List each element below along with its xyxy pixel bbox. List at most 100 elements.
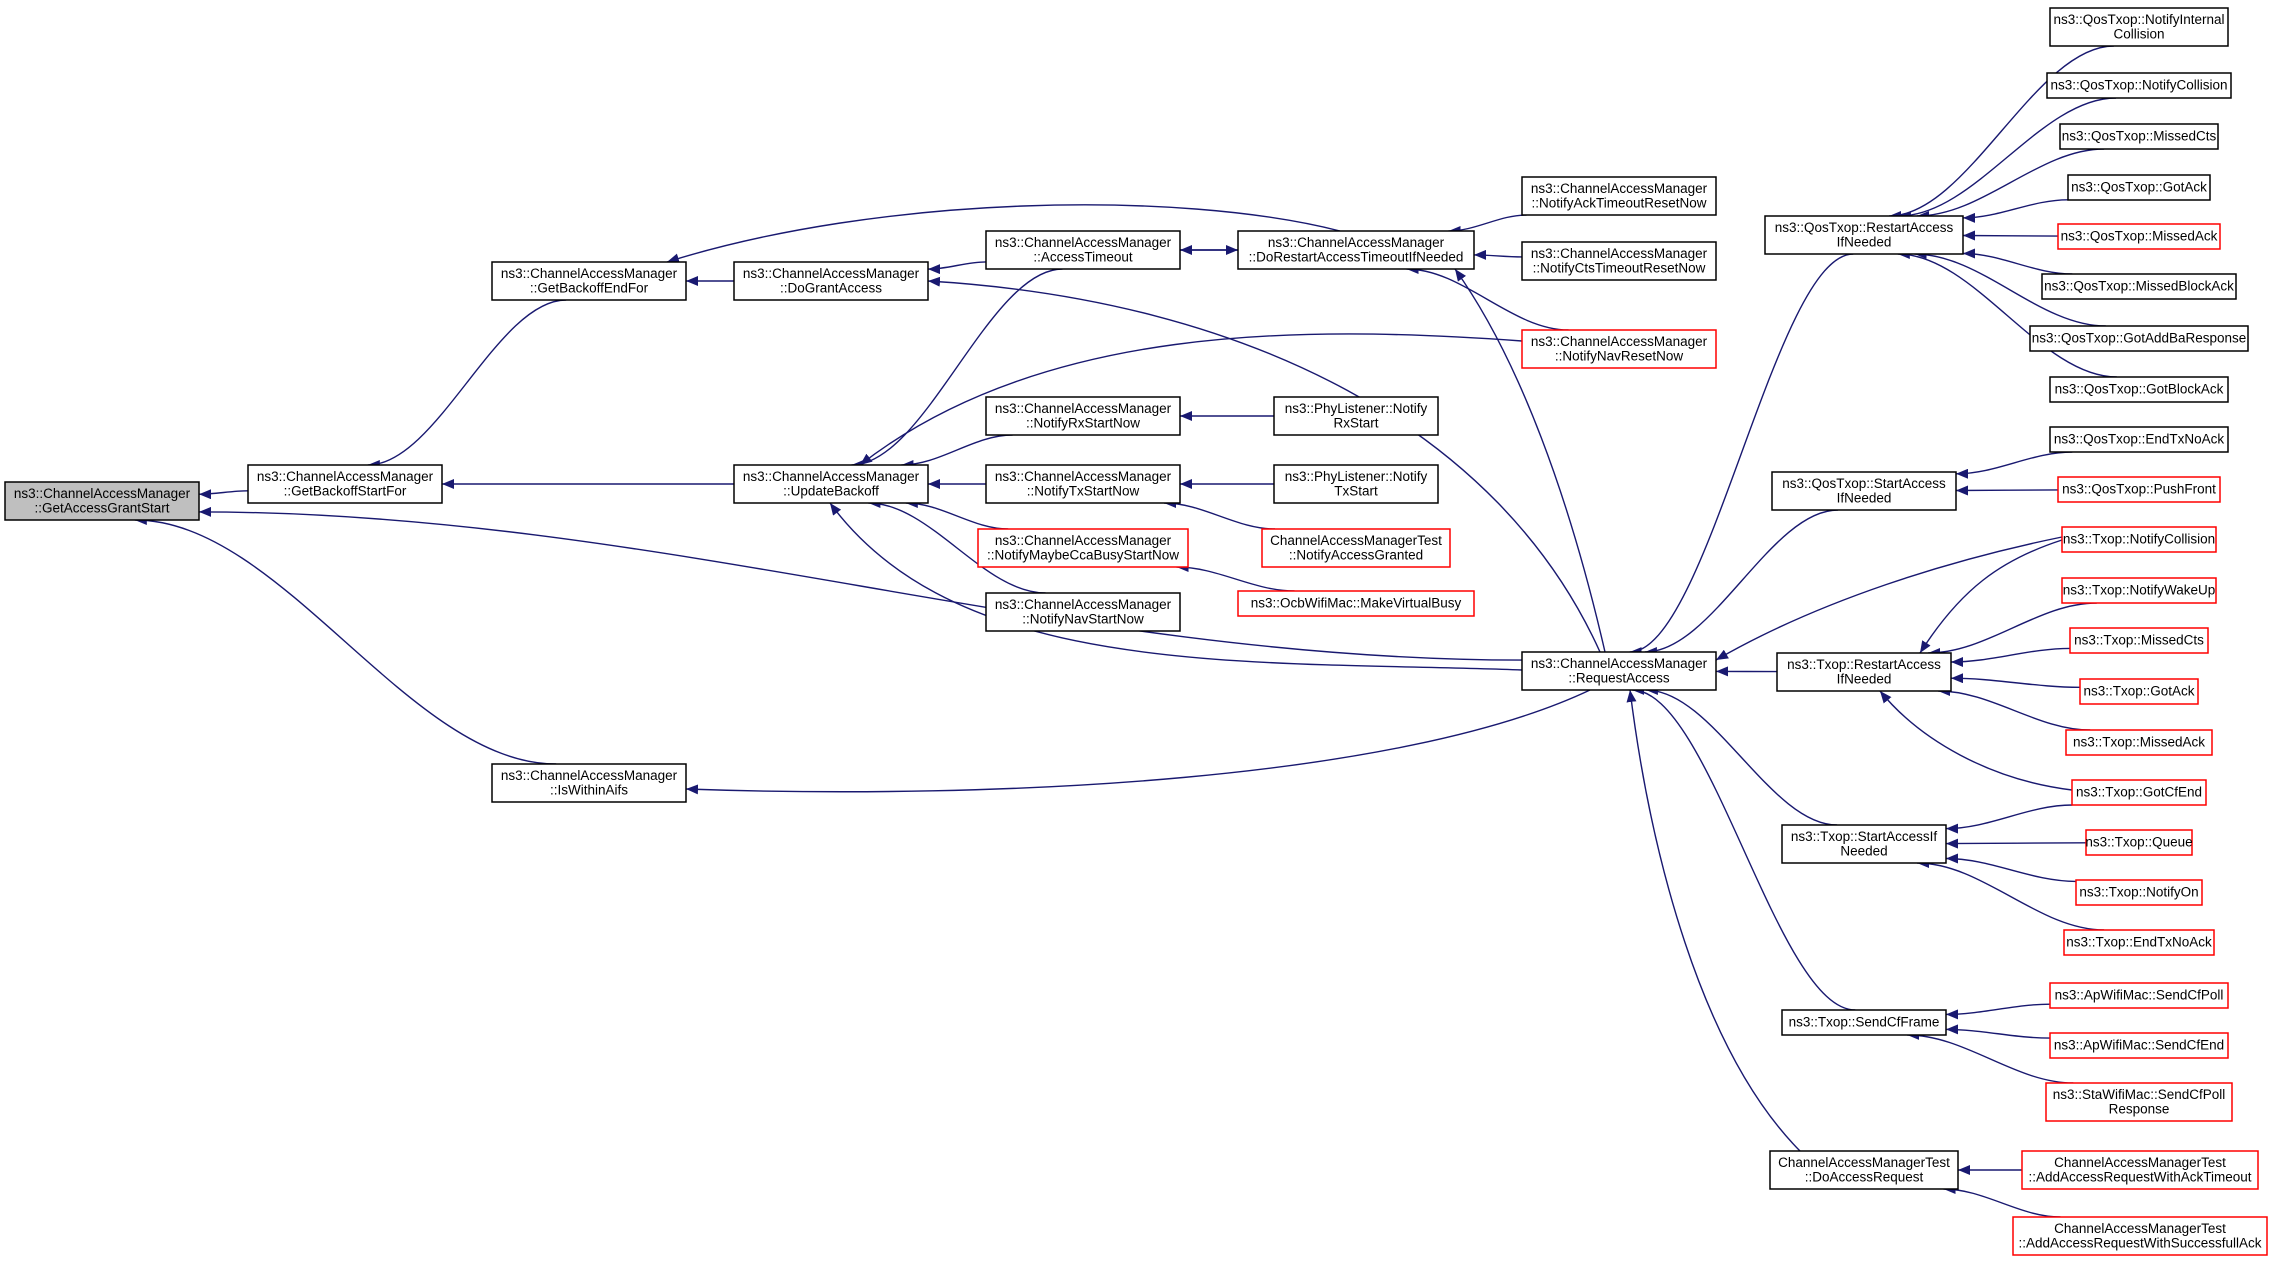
edge-qosStartAccess-to-requestAccess	[1644, 509, 1839, 657]
node-box	[1237, 230, 1475, 270]
node-qosMissedAck[interactable]: ns3::QosTxop::MissedAck	[2057, 223, 2221, 250]
node-label-line: ns3::Txop::NotifyWakeUp	[2063, 583, 2216, 598]
node-txopMissedCts[interactable]: ns3::Txop::MissedCts	[2069, 627, 2209, 654]
edge-getBackoffEndFor-to-getBackoffStartFor	[367, 299, 567, 470]
edge-accessTimeout-to-doGrantAccess	[927, 261, 987, 275]
edge-qosRestart-to-requestAccess	[1629, 253, 1854, 657]
edge-qosGotAck-to-qosRestart	[1962, 199, 2069, 223]
node-qosPushFront[interactable]: ns3::QosTxop::PushFront	[2057, 476, 2221, 503]
node-root[interactable]: ns3::ChannelAccessManager::GetAccessGran…	[4, 481, 200, 521]
node-txopNotifyCollision[interactable]: ns3::Txop::NotifyCollision	[2061, 526, 2217, 553]
edge-requestAccess-to-root	[198, 506, 1523, 661]
edge-camtNotifyAccessGranted-to-notifyTxStart	[1163, 498, 1276, 530]
node-notifyTxStart[interactable]: ns3::ChannelAccessManager::NotifyTxStart…	[985, 464, 1181, 504]
node-camtAddSuccessful[interactable]: ChannelAccessManagerTest::AddAccessReque…	[2012, 1216, 2268, 1256]
node-requestAccess[interactable]: ns3::ChannelAccessManager::RequestAccess	[1521, 651, 1717, 691]
node-box	[2059, 123, 2219, 150]
node-box	[2049, 982, 2229, 1009]
node-box	[2061, 577, 2217, 604]
node-qosEndTxNoAck[interactable]: ns3::QosTxop::EndTxNoAck	[2049, 426, 2229, 453]
node-doGrantAccess[interactable]: ns3::ChannelAccessManager::DoGrantAccess	[733, 261, 929, 301]
node-label-line: ::RequestAccess	[1568, 670, 1670, 685]
node-box	[1781, 1009, 1947, 1036]
node-qosMissedCts[interactable]: ns3::QosTxop::MissedCts	[2059, 123, 2219, 150]
node-label-line: ::DoRestartAccessTimeoutIfNeeded	[1249, 249, 1464, 264]
node-notifyAckTimeoutReset[interactable]: ns3::ChannelAccessManager::NotifyAckTime…	[1521, 176, 1717, 216]
node-ocbMakeVirtualBusy[interactable]: ns3::OcbWifiMac::MakeVirtualBusy	[1237, 590, 1475, 617]
node-txopQueue[interactable]: ns3::Txop::Queue	[2085, 829, 2193, 856]
node-notifyNavReset[interactable]: ns3::ChannelAccessManager::NotifyNavRese…	[1521, 329, 1717, 369]
node-accessTimeout[interactable]: ns3::ChannelAccessManager::AccessTimeout	[985, 230, 1181, 270]
node-box	[2079, 678, 2199, 705]
node-qosGotAck[interactable]: ns3::QosTxop::GotAck	[2067, 174, 2211, 201]
node-apSendCfEnd[interactable]: ns3::ApWifiMac::SendCfEnd	[2049, 1032, 2229, 1059]
node-label-line: ns3::Txop::GotCfEnd	[2076, 785, 2202, 800]
node-label-line: ::NotifyNavStartNow	[1022, 611, 1144, 626]
node-getBackoffEndFor[interactable]: ns3::ChannelAccessManager::GetBackoffEnd…	[491, 261, 687, 301]
node-notifyNavStart[interactable]: ns3::ChannelAccessManager::NotifyNavStar…	[985, 592, 1181, 632]
node-box	[985, 464, 1181, 504]
edge-qosEndTxNoAck-to-qosStartAccess	[1955, 451, 2073, 479]
node-txopEndTxNoAck[interactable]: ns3::Txop::EndTxNoAck	[2063, 929, 2215, 956]
node-apSendCfPoll[interactable]: ns3::ApWifiMac::SendCfPoll	[2049, 982, 2229, 1009]
node-camtAddAckTimeout[interactable]: ChannelAccessManagerTest::AddAccessReque…	[2021, 1150, 2259, 1190]
node-isWithinAifs[interactable]: ns3::ChannelAccessManager::IsWithinAifs	[491, 763, 687, 803]
node-box	[2046, 72, 2232, 99]
node-notifyCtsTimeoutReset[interactable]: ns3::ChannelAccessManager::NotifyCtsTime…	[1521, 241, 1717, 281]
node-box	[977, 528, 1189, 568]
node-label-line: IfNeeded	[1837, 671, 1892, 686]
node-qosGotBlockAck[interactable]: ns3::QosTxop::GotBlockAck	[2049, 376, 2229, 403]
node-label-line: ChannelAccessManagerTest	[2054, 1155, 2226, 1170]
node-label-line: ns3::ChannelAccessManager	[1531, 334, 1708, 349]
node-camtNotifyAccessGranted[interactable]: ChannelAccessManagerTest::NotifyAccessGr…	[1261, 528, 1451, 568]
node-box	[1273, 396, 1439, 436]
node-updateBackoff[interactable]: ns3::ChannelAccessManager::UpdateBackoff	[733, 464, 929, 504]
node-layer: ns3::ChannelAccessManager::GetAccessGran…	[4, 7, 2268, 1256]
node-label-line: ns3::StaWifiMac::SendCfPoll	[2053, 1087, 2226, 1102]
node-label-line: ns3::ChannelAccessManager	[743, 266, 920, 281]
node-label-line: Response	[2109, 1101, 2170, 1116]
node-box	[1521, 651, 1717, 691]
node-box	[985, 230, 1181, 270]
node-label-line: ::UpdateBackoff	[783, 483, 879, 498]
node-qosMissedBlockAck[interactable]: ns3::QosTxop::MissedBlockAck	[2041, 273, 2237, 300]
edge-ocbMakeVirtualBusy-to-notifyMaybeCca	[1176, 562, 1295, 592]
node-label-line: ::GetBackoffStartFor	[284, 483, 407, 498]
node-phyTx[interactable]: ns3::PhyListener::NotifyTxStart	[1273, 464, 1439, 504]
node-label-line: ns3::QosTxop::EndTxNoAck	[2054, 432, 2225, 447]
node-label-line: ::NotifyRxStartNow	[1026, 415, 1140, 430]
node-qosNotifyCollision[interactable]: ns3::QosTxop::NotifyCollision	[2046, 72, 2232, 99]
node-txopGotAck[interactable]: ns3::Txop::GotAck	[2079, 678, 2199, 705]
node-txopMissedAck[interactable]: ns3::Txop::MissedAck	[2065, 729, 2213, 756]
node-box	[2085, 829, 2193, 856]
edge-requestAccess-to-isWithinAifs	[685, 689, 1591, 795]
node-txopNotifyOn[interactable]: ns3::Txop::NotifyOn	[2075, 879, 2203, 906]
node-txopSendCf[interactable]: ns3::Txop::SendCfFrame	[1781, 1009, 1947, 1036]
node-box	[1521, 176, 1717, 216]
node-label-line: ns3::QosTxop::StartAccess	[1782, 476, 1946, 491]
node-txopGotCfEnd[interactable]: ns3::Txop::GotCfEnd	[2071, 779, 2207, 806]
node-notifyRxStart[interactable]: ns3::ChannelAccessManager::NotifyRxStart…	[985, 396, 1181, 436]
node-box	[1261, 528, 1451, 568]
edge-notifyMaybeCca-to-updateBackoff	[905, 498, 1009, 530]
node-doRestartAccess[interactable]: ns3::ChannelAccessManager::DoRestartAcce…	[1237, 230, 1475, 270]
node-phyRx[interactable]: ns3::PhyListener::NotifyRxStart	[1273, 396, 1439, 436]
node-getBackoffStartFor[interactable]: ns3::ChannelAccessManager::GetBackoffSta…	[247, 464, 443, 504]
node-label-line: ns3::ChannelAccessManager	[14, 486, 191, 501]
node-txopNotifyWakeUp[interactable]: ns3::Txop::NotifyWakeUp	[2061, 577, 2217, 604]
node-camtDoAccessRequest[interactable]: ChannelAccessManagerTest::DoAccessReques…	[1769, 1150, 1959, 1190]
edge-qosNotifyCollision-to-qosRestart	[1898, 97, 2117, 221]
node-notifyMaybeCca[interactable]: ns3::ChannelAccessManager::NotifyMaybeCc…	[977, 528, 1189, 568]
node-qosGotAddBa[interactable]: ns3::QosTxop::GotAddBaResponse	[2029, 325, 2249, 352]
node-label-line: ::AccessTimeout	[1033, 249, 1133, 264]
node-label-line: ns3::QosTxop::MissedAck	[2061, 229, 2218, 244]
node-label-line: ChannelAccessManagerTest	[1270, 533, 1442, 548]
edge-qosMissedBlockAck-to-qosRestart	[1962, 248, 2073, 275]
node-box	[2049, 376, 2229, 403]
